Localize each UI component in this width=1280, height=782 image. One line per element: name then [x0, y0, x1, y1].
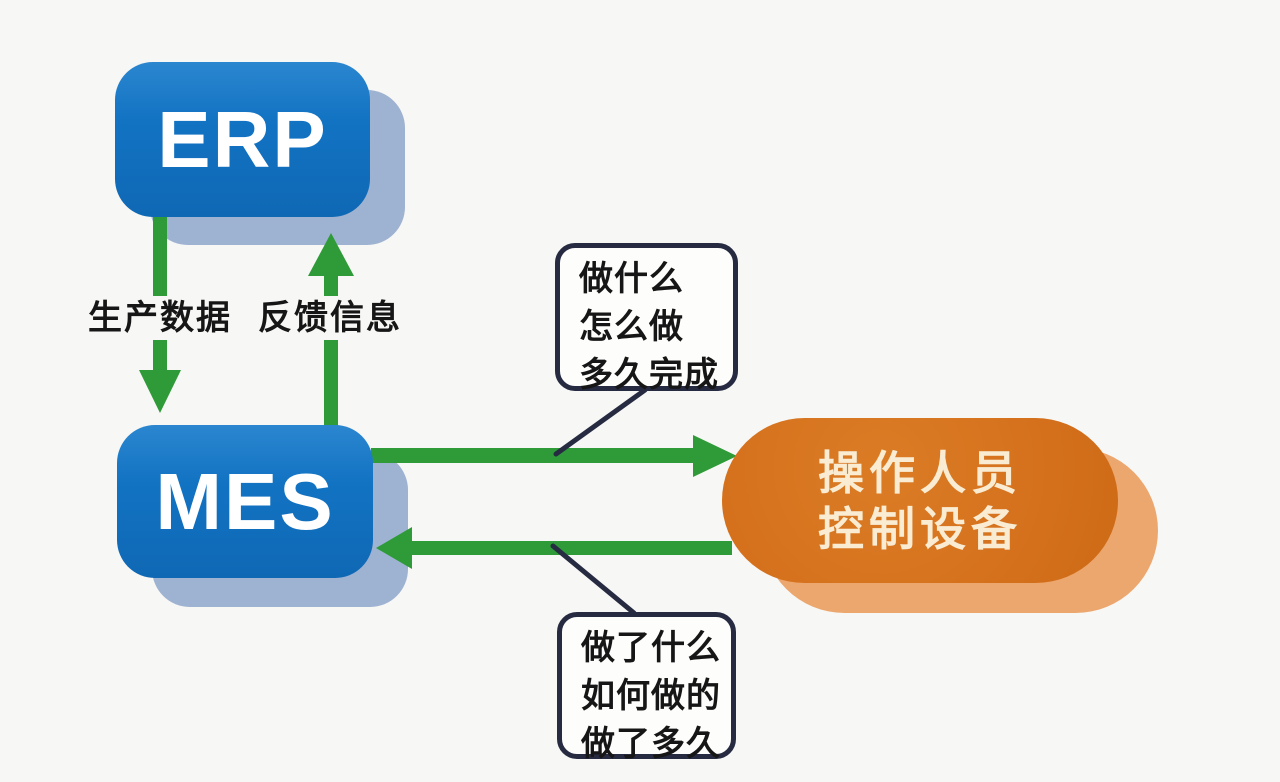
callout-top-line3: 多久完成	[579, 356, 719, 394]
connector-line-bottom-callout	[550, 543, 637, 616]
arrow-erp-to-mes-shaft	[153, 214, 167, 372]
arrow-operator-to-mes-shaft	[410, 541, 732, 555]
arrow-mes-to-erp-head	[308, 233, 354, 276]
arrow-mes-to-operator-shaft	[371, 448, 695, 463]
erp-node: ERP	[115, 62, 370, 217]
callout-top-line2: 怎么做	[579, 308, 684, 346]
connector-line-top-callout	[553, 387, 648, 457]
operator-node: 操作人员 控制设备	[722, 418, 1118, 583]
callout-bottom-line3: 做了多久	[581, 725, 721, 763]
callout-bottom-line1: 做了什么	[581, 629, 721, 667]
mes-node-label: MES	[155, 456, 335, 546]
label-production-data: 生产数据	[86, 296, 234, 340]
callout-mes-instructions: 做什么 怎么做 多久完成	[555, 243, 738, 394]
erp-node-label: ERP	[157, 94, 328, 184]
callout-bottom-line2: 如何做的	[581, 677, 721, 715]
arrow-erp-to-mes-head	[139, 370, 181, 413]
label-feedback-info: 反馈信息	[256, 296, 404, 340]
operator-node-label-line1: 操作人员	[818, 446, 1022, 499]
callout-operator-feedback: 做了什么 如何做的 做了多久	[557, 612, 736, 763]
arrow-operator-to-mes-head	[376, 527, 412, 569]
operator-node-label-line2: 控制设备	[818, 502, 1022, 555]
callout-top-line1: 做什么	[579, 260, 684, 298]
mes-node: MES	[117, 425, 373, 578]
